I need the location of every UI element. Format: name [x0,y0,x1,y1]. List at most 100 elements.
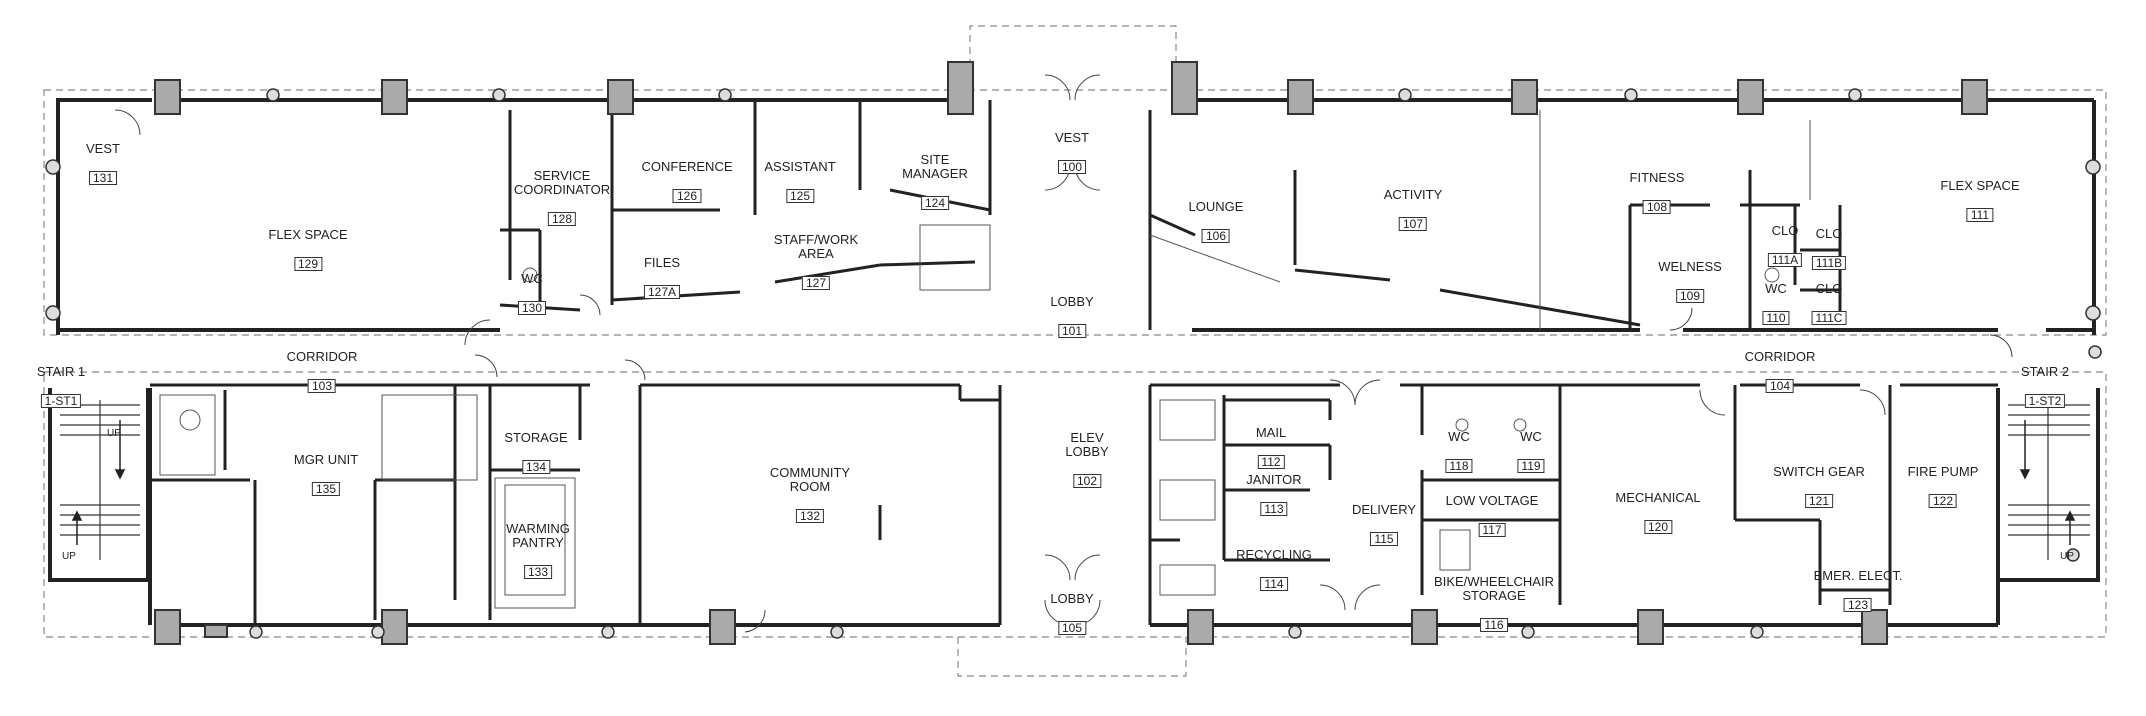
room-low-voltage-117: LOW VOLTAGE 117 [1446,480,1538,537]
room-flex-space-129: FLEX SPACE 129 [268,214,348,271]
room-staff-work-area-127: STAFF/WORK AREA 127 [774,219,858,290]
room-number: 115 [1370,532,1398,546]
room-name: STORAGE [504,430,568,445]
room-name: FILES [643,255,681,270]
room-name: JANITOR [1246,472,1302,487]
room-number: 105 [1057,621,1087,635]
room-name: CLO [1815,226,1843,241]
room-name: CORRIDOR [286,349,358,364]
room-number: 112 [1257,455,1285,469]
room-number: 100 [1057,160,1087,174]
room-switch-gear-121: SWITCH GEAR 121 [1773,451,1865,508]
fixtures [159,110,1811,609]
room-number: 107 [1398,217,1428,231]
room-name: FIRE PUMP [1907,464,1979,479]
room-number: 135 [311,482,341,496]
room-number: 125 [785,189,815,203]
room-name: CLO [1771,223,1799,238]
interior-walls [150,100,1998,625]
room-number: 116 [1480,618,1508,632]
room-lobby-101: LOBBY 101 [1050,281,1094,338]
room-name: VEST [1055,130,1089,145]
room-number: 127A [643,285,681,299]
room-name: WELNESS [1658,259,1722,274]
columns [154,61,1988,645]
room-number: 111C [1811,311,1847,325]
room-number: 124 [920,196,950,210]
room-janitor-113: JANITOR 113 [1246,459,1302,516]
room-number: 111A [1767,253,1803,267]
room-number: 129 [293,257,323,271]
room-number: 114 [1260,577,1288,591]
room-number: 121 [1804,494,1834,508]
room-emer-elect-123: EMER. ELECT. 123 [1814,555,1902,612]
room-name: LOUNGE [1188,199,1244,214]
room-files-127a: FILES 127A [644,242,680,299]
room-number: 130 [517,301,547,315]
room-number: 109 [1675,289,1705,303]
stair-arrows [71,420,2076,545]
room-community-room-132: COMMUNITY ROOM 132 [770,452,850,523]
room-conference-126: CONFERENCE 126 [641,146,733,203]
room-welness-109: WELNESS 109 [1658,246,1722,303]
room-wc-110: WC 110 [1762,268,1790,325]
room-mail-112: MAIL 112 [1256,412,1286,469]
room-recycling-114: RECYCLING 114 [1236,534,1312,591]
room-delivery-115: DELIVERY 115 [1352,489,1416,546]
room-vest-100: VEST 100 [1055,117,1089,174]
room-number: 118 [1445,459,1473,473]
room-name: CLO [1815,281,1843,296]
room-clo-111c: CLO 111C [1811,268,1847,325]
door-swings [114,74,2013,633]
room-name: WC [521,271,543,286]
room-name: MECHANICAL [1615,490,1701,505]
room-name: STAIR 2 [2020,364,2070,379]
room-number: 119 [1517,459,1545,473]
room-name: FLEX SPACE [268,227,348,242]
room-name: WC [1765,281,1787,296]
room-name: CORRIDOR [1744,349,1816,364]
room-clo-111a: CLO 111A [1767,210,1803,267]
room-name: STAFF/WORK AREA [773,232,859,261]
room-wc-118: WC 118 [1445,416,1473,473]
room-number: 132 [795,509,825,523]
room-warming-pantry-133: WARMING PANTRY 133 [506,508,570,579]
room-clo-111b: CLO 111B [1811,213,1847,270]
stair-up-label: UP [107,428,121,439]
room-name: VEST [86,141,120,156]
room-name: WC [1448,429,1470,444]
room-corridor-104: CORRIDOR 104 [1744,336,1816,393]
room-name: WARMING PANTRY [506,521,570,550]
room-elev-lobby-102: ELEV LOBBY 102 [1065,417,1109,488]
room-name: RECYCLING [1236,547,1312,562]
room-number: 133 [523,565,553,579]
room-name: LOBBY [1050,294,1094,309]
room-number: 122 [1928,494,1958,508]
room-site-manager-124: SITE MANAGER 124 [902,139,968,210]
room-service-coordinator-128: SERVICE COORDINATOR 128 [514,155,610,226]
stair-up-label: UP [2060,551,2074,562]
room-number: 111B [1811,256,1847,270]
room-stair-1: STAIR 1 1-ST1 [37,351,85,408]
room-wc-119: WC 119 [1517,416,1545,473]
room-number: 120 [1643,520,1673,534]
room-name: COMMUNITY ROOM [769,465,851,494]
room-name: CONFERENCE [641,159,733,174]
room-vest-131: VEST 131 [86,128,120,185]
room-name: SITE MANAGER [902,152,968,181]
room-number: 127 [801,276,831,290]
room-name: ASSISTANT [764,159,836,174]
room-corridor-103: CORRIDOR 103 [286,336,358,393]
room-name: ACTIVITY [1383,187,1443,202]
room-name: SWITCH GEAR [1773,464,1865,479]
room-name: STAIR 1 [36,364,86,379]
room-name: SERVICE COORDINATOR [513,168,611,197]
room-number: 106 [1201,229,1231,243]
room-name: FITNESS [1629,170,1685,185]
room-number: 101 [1057,324,1087,338]
room-storage-134: STORAGE 134 [504,417,568,474]
room-lounge-106: LOUNGE 106 [1188,186,1244,243]
room-number: 108 [1642,200,1672,214]
room-lobby-105: LOBBY 105 [1050,578,1094,635]
room-number: 128 [547,212,577,226]
